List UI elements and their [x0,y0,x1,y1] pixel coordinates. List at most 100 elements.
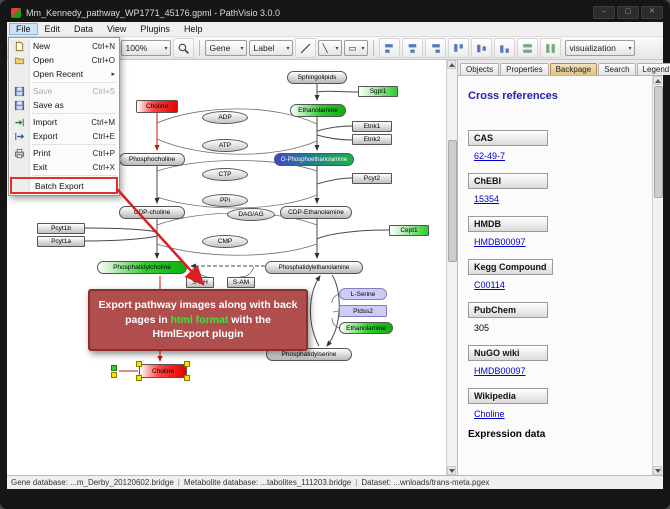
scroll-up-icon[interactable] [447,60,456,69]
pathway-node-cmp[interactable]: CMP [202,235,248,248]
backpage-link[interactable]: 15354 [474,194,648,204]
file-menu-item-exit[interactable]: ExitCtrl+X [10,160,118,174]
menu-separator [32,113,116,114]
scroll-down-icon[interactable] [447,466,456,475]
menu-edit[interactable]: Edit [38,23,68,35]
canvas-scrollbar[interactable] [446,60,457,475]
pathway-node-sphingolipids[interactable]: Sphingolipids [287,71,347,84]
panel-scrollbar[interactable] [652,76,663,475]
pathway-node-cept1[interactable]: Cept1 [389,225,429,236]
pathway-node-dag-ag[interactable]: DAG/AG [227,208,275,221]
label-combo[interactable]: Label▾ [249,40,293,56]
pathway-node-phosphocholine[interactable]: Phosphocholine [119,153,185,166]
common-height-button[interactable] [540,38,561,58]
datanode-combo[interactable]: Gene▾ [205,40,247,56]
menu-plugins[interactable]: Plugins [133,23,177,35]
menu-file[interactable]: File [9,23,38,35]
file-menu-item-save-as[interactable]: Save as [10,98,118,112]
tab-search[interactable]: Search [598,63,635,75]
align-middle-button[interactable] [471,38,492,58]
selection-handle[interactable] [136,375,142,381]
pathway-node-sgpl1[interactable]: Sgpl1 [358,86,398,97]
panel-tabs: ObjectsPropertiesBackpageSearchLegend [458,60,663,76]
pathway-node-adp[interactable]: ADP [202,111,248,124]
align-center-button[interactable] [402,38,423,58]
panel-scroll-thumb[interactable] [654,86,663,198]
zoom-combo[interactable]: 100%▾ [121,40,171,56]
pathway-node-choline[interactable]: Choline [136,100,178,113]
pathway-node-s-am[interactable]: S-AM [227,277,255,288]
align-right-button[interactable] [425,38,446,58]
close-button[interactable]: ✕ [641,6,663,19]
backpage-link[interactable]: Choline [474,409,648,419]
pathway-node-pcyt1a[interactable]: Pcyt1a [37,236,85,247]
status-item: Gene database: ...m_Derby_20120602.bridg… [11,478,174,487]
common-width-button[interactable] [517,38,538,58]
file-menu-item-print[interactable]: PrintCtrl+P [10,146,118,160]
backpage-title: Cross references [468,90,648,102]
line-tool-button[interactable] [295,38,316,58]
pathway-node-o-phosphoethanolamine[interactable]: O-Phosphoethanolamine [274,153,354,166]
file-menu-item-new[interactable]: NewCtrl+N [10,39,118,53]
tab-properties[interactable]: Properties [500,63,548,75]
pathway-node-cdp-ethanolamine[interactable]: CDP-Ethanolamine [280,206,352,219]
shape-combo[interactable]: ▭▾ [344,40,368,56]
backpage-link[interactable]: C00114 [474,280,648,290]
scroll-down-icon[interactable] [653,466,662,475]
pathway-node-atp[interactable]: ATP [202,139,248,152]
pathway-node-etnk1[interactable]: Etnk1 [352,121,392,132]
pathway-node-ptdss2[interactable]: Ptdss2 [339,305,387,317]
pathway-node-phosphatidylethanolamine[interactable]: Phosphatidylethanolamine [265,261,363,274]
backpage-value: 305 [474,323,648,333]
pathway-node-pcyt1b[interactable]: Pcyt1b [37,223,85,234]
file-menu-item-batch-export[interactable]: Batch Export [10,177,118,194]
menu-help[interactable]: Help [177,23,210,35]
file-menu: NewCtrl+NOpenCtrl+OOpen Recent▸SaveCtrl+… [8,37,120,196]
file-menu-item-open[interactable]: OpenCtrl+O [10,53,118,67]
scroll-up-icon[interactable] [653,76,662,85]
align-left-button[interactable] [379,38,400,58]
save-icon [10,86,29,97]
canvas-scroll-thumb[interactable] [448,140,457,262]
backpage-link[interactable]: HMDB00097 [474,237,648,247]
tab-objects[interactable]: Objects [460,63,499,75]
minimize-button[interactable]: – [593,6,615,19]
file-menu-item-export[interactable]: ExportCtrl+E [10,129,118,143]
pathway-node-s-ah[interactable]: S-AH [186,277,214,288]
menu-item-label: Print [33,148,50,158]
tab-backpage[interactable]: Backpage [550,63,598,75]
anchor-handle[interactable] [111,372,117,378]
pathway-node-phosphatidylcholine[interactable]: Phosphatidylcholine [97,261,187,274]
backpage-link[interactable]: 62-49-7 [474,151,648,161]
anchor-handle[interactable] [111,365,117,371]
tab-legend[interactable]: Legend [637,63,670,75]
selection-handle[interactable] [184,361,190,367]
menu-item-label: Exit [33,162,47,172]
visualization-combo[interactable]: visualization▾ [565,40,635,56]
selection-handle[interactable] [136,361,142,367]
pathway-node-ethanolamine[interactable]: Ethanolamine [339,322,393,334]
pathway-node-cdp-choline[interactable]: CDP-choline [119,206,185,219]
selection-handle[interactable] [184,375,190,381]
pathway-node-etnk2[interactable]: Etnk2 [352,134,392,145]
align-top-button[interactable] [448,38,469,58]
backpage-link[interactable]: HMDB00097 [474,366,648,376]
file-menu-item-open-recent[interactable]: Open Recent▸ [10,67,118,81]
pathway-node-pcyt2[interactable]: Pcyt2 [352,173,392,184]
zoom-fit-button[interactable] [173,38,194,58]
pathway-node-ctp[interactable]: CTP [202,168,248,181]
backpage-section-header: HMDB [468,216,548,232]
shape-combo-value: ▭ [349,43,357,54]
menu-item-label: Save [33,86,52,96]
pathway-node-ethanolamine[interactable]: Ethanolamine [290,104,346,117]
line-combo[interactable]: ╲▾ [318,40,342,56]
menu-view[interactable]: View [100,23,133,35]
align-bottom-button[interactable] [494,38,515,58]
menu-data[interactable]: Data [67,23,100,35]
pathway-node-ppi[interactable]: PPi [202,194,248,207]
pathway-node-choline[interactable]: Choline [139,364,187,378]
maximize-button[interactable]: ▢ [617,6,639,19]
file-menu-item-import[interactable]: ImportCtrl+M [10,115,118,129]
pathway-node-l-serine[interactable]: L-Serine [339,288,387,300]
